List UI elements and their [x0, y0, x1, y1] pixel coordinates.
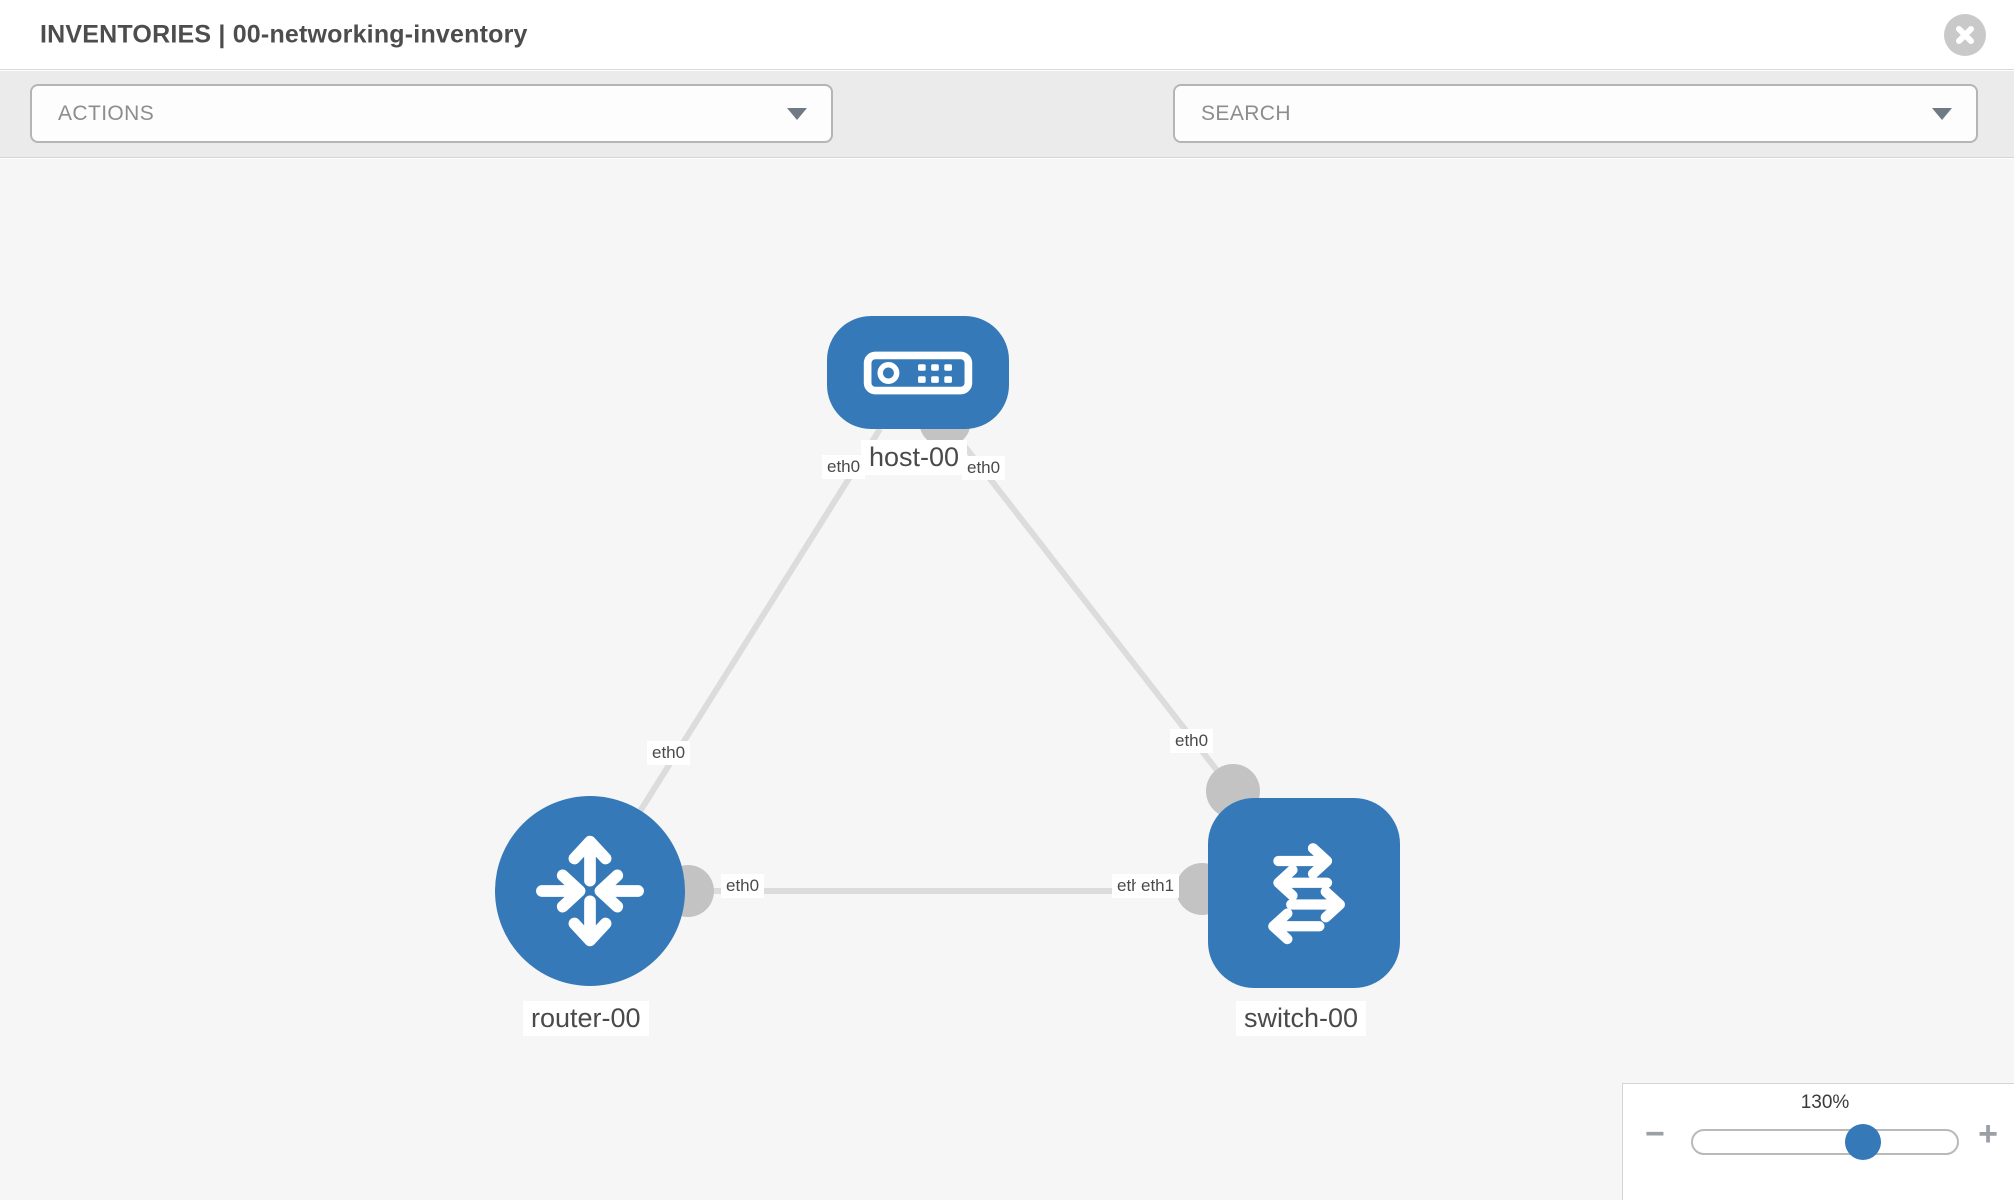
interface-label-router-eth0-side: eth0	[721, 874, 765, 898]
zoom-slider-thumb[interactable]	[1845, 1124, 1881, 1160]
interface-label-router-eth0-top: eth0	[647, 741, 691, 765]
switch-icon	[1268, 843, 1345, 945]
node-label-host: host-00	[861, 440, 968, 476]
toolbar: ACTIONS SEARCH	[0, 71, 2014, 201]
search-dropdown-label: SEARCH	[1201, 101, 1291, 125]
close-button[interactable]	[1944, 14, 1986, 56]
zoom-in-button[interactable]: +	[1978, 1115, 1998, 1153]
search-dropdown[interactable]: SEARCH	[1173, 84, 1978, 143]
node-label-router: router-00	[523, 1001, 649, 1037]
actions-dropdown[interactable]: ACTIONS	[30, 84, 833, 143]
close-icon	[1956, 26, 1974, 44]
zoom-out-button[interactable]: −	[1645, 1115, 1665, 1153]
zoom-level-label: 130%	[1800, 1092, 1850, 1113]
interface-label-switch-eth1-side: eth1	[1136, 874, 1180, 898]
chevron-down-icon	[1932, 107, 1952, 120]
interface-label-host-eth0-left: eth0	[822, 455, 866, 479]
node-host-00[interactable]	[827, 316, 1009, 429]
chevron-down-icon	[787, 107, 807, 120]
actions-dropdown-label: ACTIONS	[58, 101, 155, 125]
top-bar: INVENTORIES | 00-networking-inventory	[0, 0, 2014, 70]
node-router-00[interactable]	[495, 796, 685, 986]
interface-label-host-eth0-right: eth0	[962, 456, 1006, 480]
router-icon	[536, 835, 644, 947]
zoom-slider[interactable]	[1691, 1129, 1959, 1155]
node-switch-00[interactable]	[1208, 798, 1400, 988]
node-label-switch: switch-00	[1236, 1001, 1367, 1037]
topology-canvas[interactable]: host-00 router-00 switch-00 eth0 eth0 et…	[0, 159, 2014, 1200]
zoom-panel: 130% − +	[1622, 1083, 2014, 1200]
host-icon	[863, 351, 973, 394]
page-title: INVENTORIES | 00-networking-inventory	[40, 20, 528, 48]
interface-label-switch-eth0-top: eth0	[1170, 729, 1214, 753]
topology-links-layer	[587, 395, 1260, 917]
